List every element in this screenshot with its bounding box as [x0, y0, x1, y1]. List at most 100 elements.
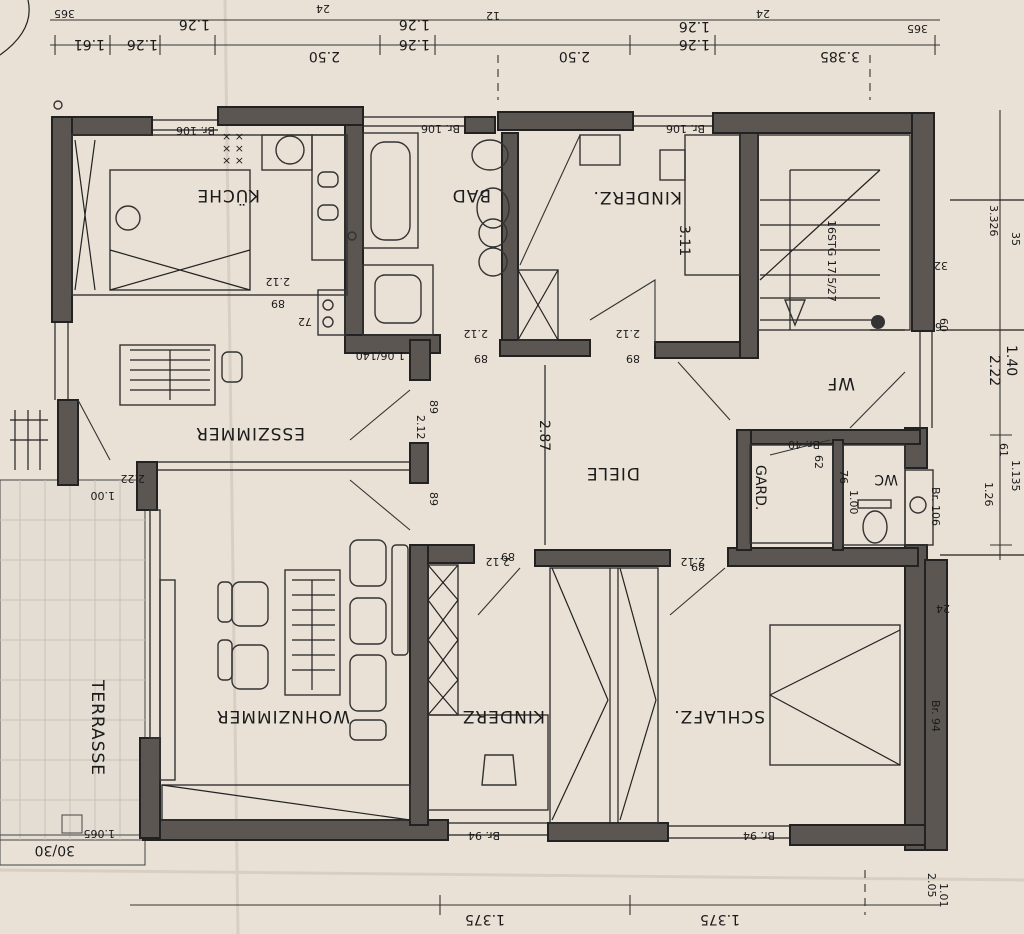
window-label: Br. 106 [666, 122, 705, 135]
height-label: 76 [837, 470, 850, 484]
height-label: 89 [271, 297, 285, 310]
dim-label: 1.26 [179, 16, 210, 32]
dim-label: 1.26 [399, 36, 430, 52]
height-label: 1.00 [847, 490, 860, 515]
dining-fixtures [77, 344, 411, 531]
bedroom-fixtures [549, 567, 901, 824]
height-label: 89 [474, 352, 488, 365]
entrance-step [10, 410, 48, 470]
terrace [0, 479, 146, 866]
wc-fixtures [749, 444, 934, 546]
window-label: Br. 106 [176, 124, 215, 137]
dim-label: 24 [936, 602, 950, 615]
svg-text:× ×: × × [222, 130, 244, 143]
height-label: 2.12 [681, 555, 706, 568]
right-dimension-labels: 3.326 35 1.40 2.22 61 1.135 1.26 2.05 1.… [925, 205, 1022, 908]
room-label-esszimmer: ESSZIMMER [195, 423, 305, 443]
dim-label: 2.05 [925, 873, 938, 898]
paper-fold [0, 868, 1024, 882]
window-label: Br. 94 [743, 829, 775, 842]
corner-marker [53, 100, 63, 110]
window-label: Br. 40 [788, 438, 820, 451]
height-label: 6 [935, 320, 942, 333]
dim-label: 1.26 [679, 36, 710, 52]
dim-label: 1.375 [700, 911, 740, 927]
room-labels: KÜCHE BAD KINDERZ. WF ESSZIMMER DIELE GA… [87, 185, 898, 776]
height-label: 3.11 [676, 225, 692, 256]
right-dimension-chain [940, 110, 1024, 560]
room-label-kinderz-top: KINDERZ. [592, 187, 682, 207]
height-label: 32 [934, 259, 948, 272]
dim-label: 3.326 [987, 205, 1000, 237]
dim-label: 365 [54, 7, 75, 20]
window-label: Br. 94 [929, 700, 942, 732]
height-label: 89 [427, 492, 440, 506]
room-label-kinderz-bottom: KINDERZ [462, 706, 545, 726]
svg-text:× ×: × × [222, 154, 244, 167]
dim-label: 1.375 [465, 911, 505, 927]
hall-doors [477, 361, 906, 616]
paper-fold [223, 0, 240, 934]
dim-label: 1.135 [1009, 460, 1022, 492]
dim-label: 35 [1009, 232, 1022, 246]
kitchen-fixtures: × ×× × × × [71, 130, 348, 336]
dim-label: 2.50 [309, 48, 340, 64]
room-label-kueche: KÜCHE [196, 185, 260, 207]
dim-label: 61 [997, 443, 1010, 457]
dim-label: 2.22 [986, 355, 1002, 386]
svg-text:× ×: × × [222, 142, 244, 155]
room-label-wf: WF [826, 373, 855, 393]
window-label: Br. 106 [421, 122, 460, 135]
windows [54, 115, 933, 839]
height-label: 2.12 [486, 555, 511, 568]
dim-label: 2.50 [559, 48, 590, 64]
dim-label: 1.26 [982, 482, 995, 507]
height-label: 62 [812, 455, 825, 469]
dim-label: 3.385 [820, 48, 860, 64]
stairs-label: 16STG 17.5/27 [825, 220, 838, 302]
living-room-fixtures [149, 509, 411, 821]
dim-label: 1.065 [84, 827, 116, 840]
walls [51, 106, 948, 851]
paper-corner-curve [0, 0, 30, 56]
kinderz-top-fixtures [517, 134, 741, 345]
kinderz-bottom-fixtures [427, 564, 549, 811]
height-label: 89 [427, 400, 440, 414]
window-label: Br. 106 [929, 487, 942, 526]
staircase [757, 134, 911, 331]
dim-label: 12 [486, 9, 500, 22]
corner-marker [347, 231, 357, 241]
room-label-terrasse: TERRASSE [87, 679, 107, 776]
dim-label: 60 [937, 318, 950, 332]
room-label-wc: WC [874, 471, 898, 487]
dim-label: 1.40 [1003, 345, 1019, 376]
bath-fixtures [362, 132, 510, 336]
height-label: 2.12 [464, 327, 489, 340]
height-label: 2.22 [121, 472, 146, 485]
interior-annotations: 3.11 2.87 2.12 2.12 2.12 2.12 2.12 2.12 … [91, 122, 949, 842]
height-label: 2.12 [266, 275, 291, 288]
top-dimension-labels: 1.61 1.26 1.26 2.50 1.26 1.26 2.50 1.26 … [54, 2, 928, 64]
room-label-bad: BAD [452, 185, 491, 205]
top-dimension-chain [50, 19, 940, 100]
dim-label: 24 [756, 7, 770, 20]
height-label: 89 [501, 550, 515, 563]
room-label-diele: DIELE [586, 463, 640, 483]
dim-label: 1.26 [127, 36, 158, 52]
dim-label: 30/30 [35, 842, 75, 858]
dim-label: 24 [316, 2, 330, 15]
bottom-dimension-chain [130, 870, 940, 915]
dim-label: 1.26 [399, 16, 430, 32]
dim-label: 1.61 [74, 36, 105, 52]
height-label: 89 [626, 352, 640, 365]
dim-label: 1.01 [937, 883, 950, 908]
dim-label: 1.26 [679, 18, 710, 34]
height-label: 1.06/140 [356, 349, 405, 362]
bottom-dimension-labels: 1.375 1.375 30/30 1.065 [35, 827, 740, 927]
room-label-garp: GARD. [752, 465, 768, 510]
height-label: 1.00 [91, 489, 116, 502]
height-label: 72 [298, 315, 312, 328]
room-label-schlafz: SCHLAFZ. [673, 706, 765, 726]
height-label: 2.87 [536, 420, 552, 451]
